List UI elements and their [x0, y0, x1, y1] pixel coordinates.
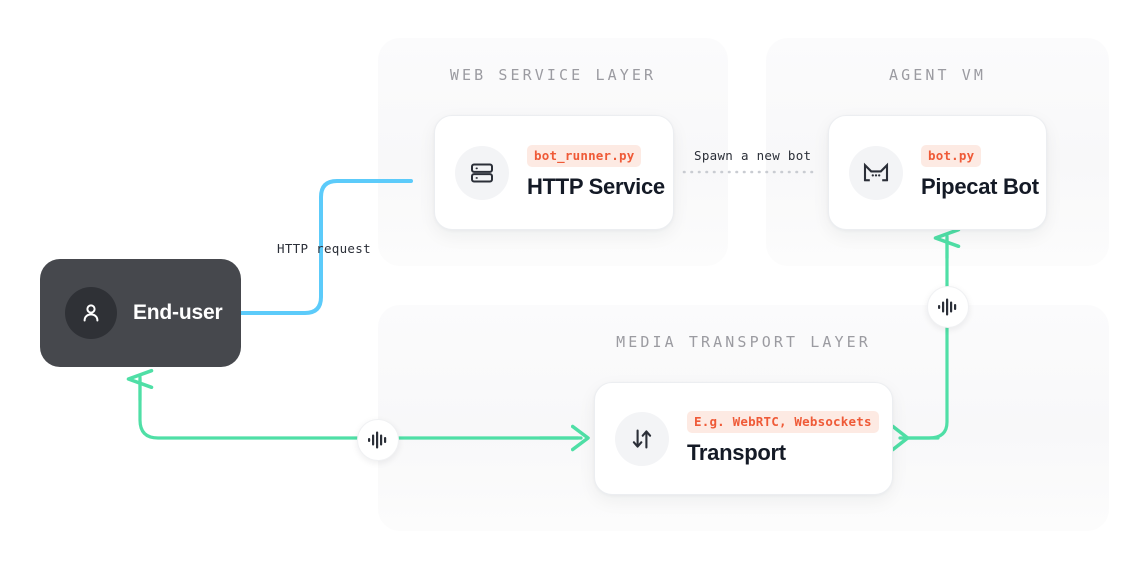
node-end-user-label: End-user — [133, 301, 223, 324]
node-end-user[interactable]: End-user — [40, 259, 241, 367]
audio-waveform-icon — [368, 431, 387, 449]
edge-label-http-request: HTTP request — [277, 241, 371, 256]
layer-title-agent-vm: AGENT VM — [888, 66, 987, 84]
card-http-service-badge: bot_runner.py — [527, 145, 642, 167]
audio-waveform-badge-downstream — [357, 419, 399, 461]
audio-waveform-icon — [938, 298, 957, 316]
avatar — [65, 287, 117, 339]
server-icon — [471, 163, 493, 183]
card-transport[interactable]: E.g. WebRTC, Websockets Transport — [594, 382, 893, 495]
card-pipecat-bot[interactable]: bot.py Pipecat Bot — [828, 115, 1047, 230]
card-http-service-text: bot_runner.py HTTP Service — [527, 145, 665, 200]
audio-waveform-badge-upstream — [927, 286, 969, 328]
card-pipecat-bot-badge: bot.py — [921, 145, 982, 167]
card-pipecat-bot-text: bot.py Pipecat Bot — [921, 145, 1039, 200]
layer-title-web-service: WEB SERVICE LAYER — [449, 66, 657, 84]
up-down-arrows-icon — [632, 428, 652, 449]
up-down-arrows-icon-wrapper — [615, 411, 669, 466]
layer-title-media-transport: MEDIA TRANSPORT LAYER — [616, 333, 871, 351]
card-transport-badge: E.g. WebRTC, Websockets — [687, 411, 879, 433]
edge-label-spawn-a-new-bot: Spawn a new bot — [694, 148, 812, 163]
card-transport-title: Transport — [687, 440, 786, 465]
cat-face-icon — [863, 162, 889, 181]
server-icon-wrapper — [455, 145, 509, 200]
card-http-service-title: HTTP Service — [527, 174, 665, 199]
card-transport-text: E.g. WebRTC, Websockets Transport — [687, 411, 879, 466]
card-pipecat-bot-title: Pipecat Bot — [921, 174, 1039, 199]
cat-face-icon-wrapper — [849, 145, 903, 200]
person-icon — [83, 304, 99, 322]
card-http-service[interactable]: bot_runner.py HTTP Service — [434, 115, 674, 230]
